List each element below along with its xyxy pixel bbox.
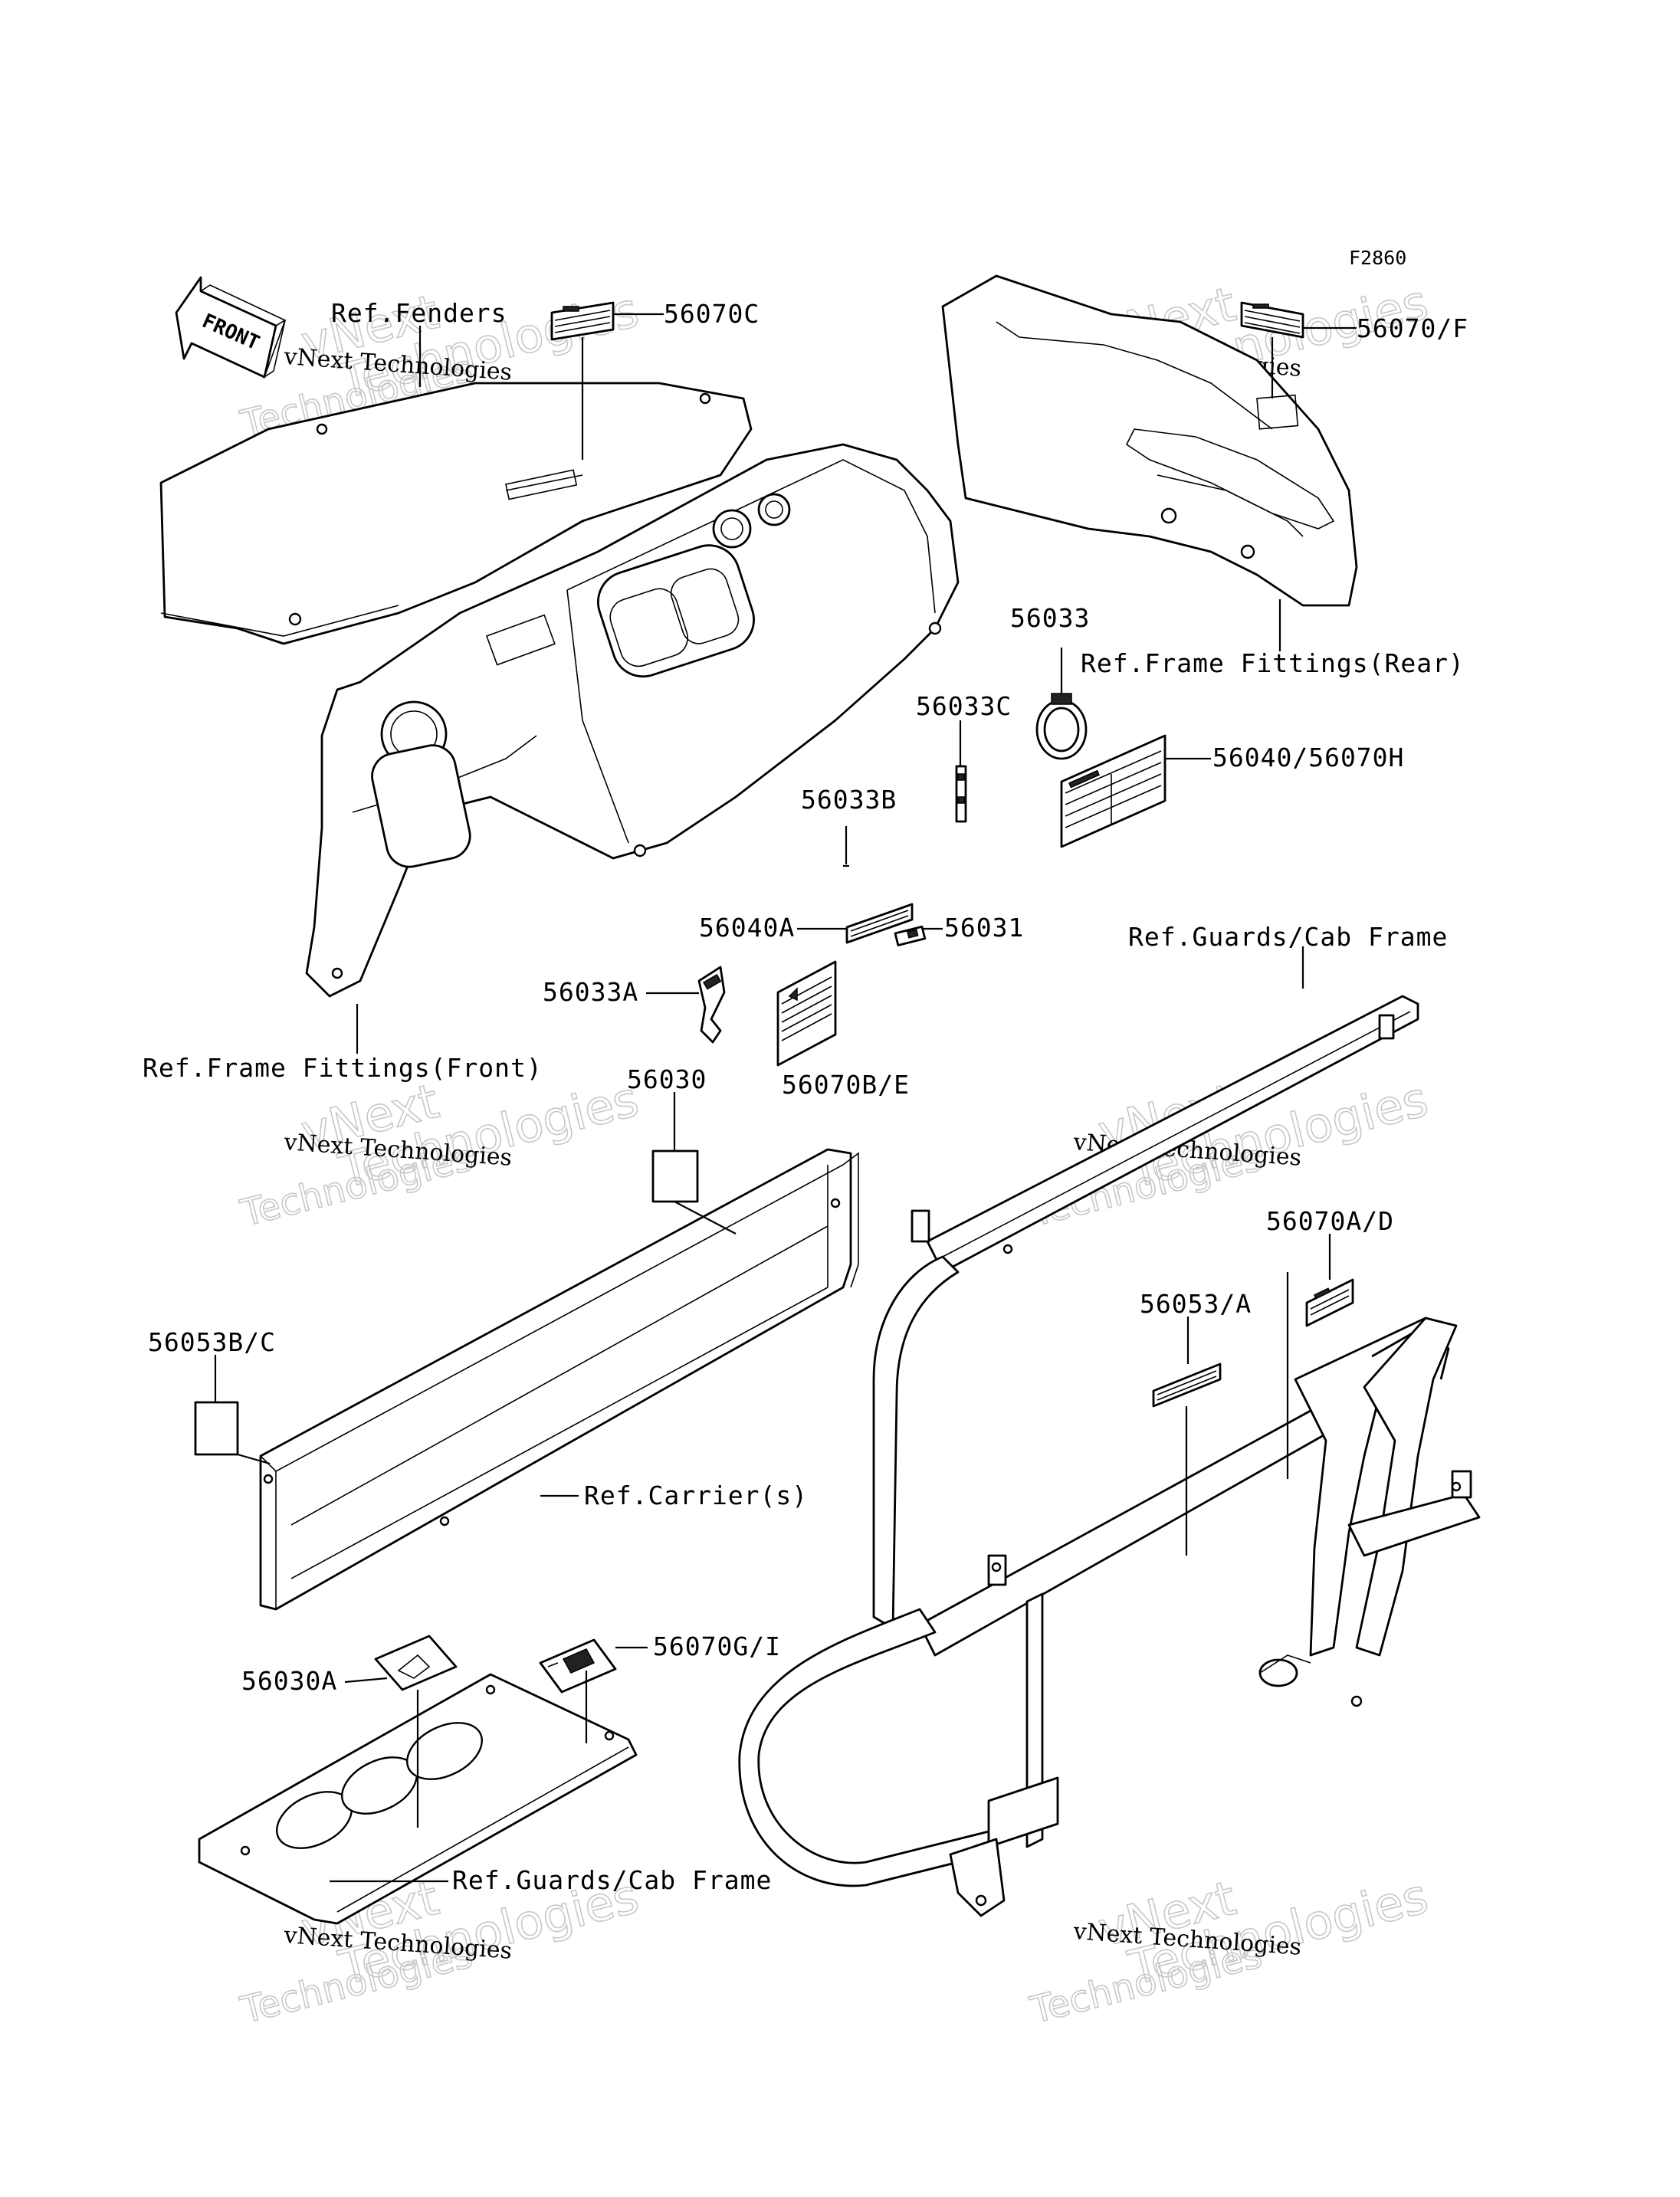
label-ref-fenders: Ref.Fenders — [331, 298, 507, 328]
label-56033B: 56033B — [801, 785, 897, 815]
decal-56070AD — [1305, 1278, 1354, 1327]
label-56040-56070H: 56040/56070H — [1212, 743, 1404, 772]
label-56070GI: 56070G/I — [653, 1631, 781, 1661]
label-ref-carriers: Ref.Carrier(s) — [584, 1481, 808, 1510]
watermark-mid-left: vNext Technologies Technologies vNext Te… — [236, 1071, 645, 1236]
label-ref-guards-cab-frame-1: Ref.Guards/Cab Frame — [1128, 922, 1448, 952]
decal-56053BC — [194, 1401, 239, 1456]
label-56070AD: 56070A/D — [1266, 1206, 1394, 1236]
label-56070C: 56070C — [664, 299, 760, 329]
label-56033C: 56033C — [916, 691, 1012, 721]
label-56053BC: 56053B/C — [148, 1327, 276, 1357]
decal-56030A — [374, 1635, 458, 1691]
decal-56070GI — [539, 1638, 617, 1694]
label-56033A: 56033A — [543, 977, 638, 1007]
label-56030: 56030 — [627, 1064, 707, 1094]
label-56053A: 56053/A — [1140, 1289, 1252, 1319]
label-56040A: 56040A — [699, 913, 795, 943]
label-56070BE: 56070B/E — [782, 1070, 910, 1100]
decal-56053A — [1152, 1362, 1222, 1408]
dash-panel — [305, 443, 960, 998]
leader-lines — [214, 313, 1357, 1883]
decal-56033 — [1035, 693, 1088, 760]
decal-56040-56070H — [1060, 734, 1166, 848]
decal-56033C — [955, 765, 967, 823]
decal-56040A — [845, 903, 914, 944]
rear-frame-fitting — [941, 274, 1358, 607]
decal-56031 — [894, 925, 927, 946]
figure-id: F2860 — [1349, 247, 1406, 269]
label-56030A: 56030A — [241, 1666, 337, 1696]
decal-56070F — [1240, 301, 1304, 339]
label-ref-guards-cab-frame-2: Ref.Guards/Cab Frame — [452, 1865, 772, 1895]
watermark-bottom-right: vNext Technologies Technologies vNext Te… — [1025, 1867, 1434, 2033]
decal-56030 — [651, 1149, 699, 1203]
fender-panel — [159, 382, 753, 645]
label-56033: 56033 — [1010, 603, 1090, 633]
carrier-panel — [259, 1148, 859, 1611]
label-ref-frame-fittings-front: Ref.Frame Fittings(Front) — [143, 1053, 543, 1083]
decal-56033A — [697, 966, 726, 1044]
label-56070F: 56070/F — [1357, 313, 1468, 343]
decal-56070BE — [776, 960, 837, 1067]
cab-frame — [738, 995, 1481, 1917]
label-ref-frame-fittings-rear: Ref.Frame Fittings(Rear) — [1081, 648, 1465, 678]
front-arrow-icon: FRONT — [175, 276, 287, 379]
label-56031: 56031 — [944, 913, 1024, 943]
decal-56070C — [550, 301, 615, 341]
